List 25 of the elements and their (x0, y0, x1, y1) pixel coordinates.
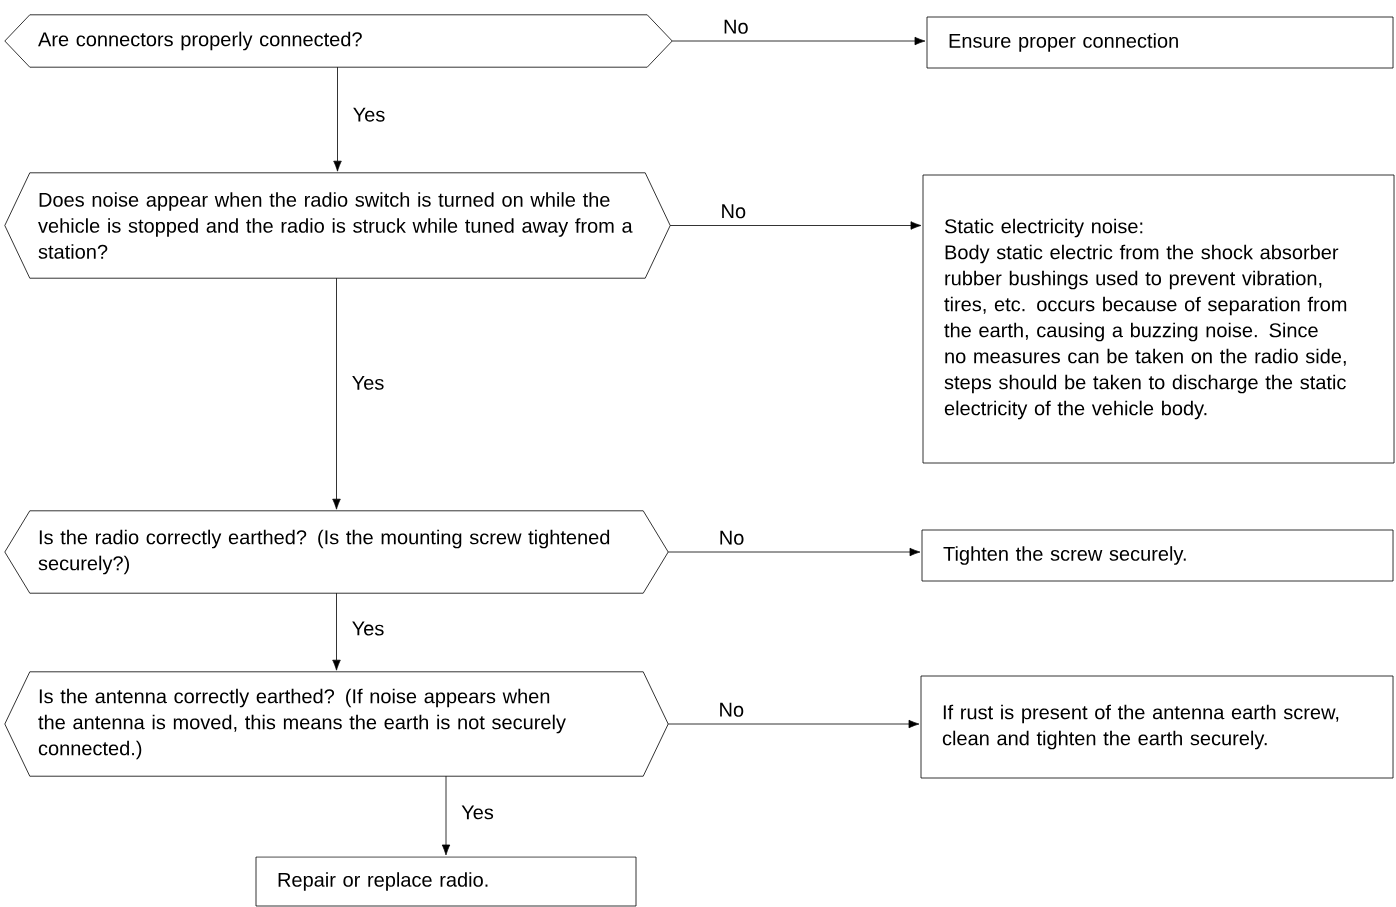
decision-hexagon: Is the antenna correctly earthed? (If noise appears when the antenna is moved, this means the earth is not securely connected.) (4, 671, 669, 777)
arrow (441, 775, 451, 856)
arrow (332, 592, 341, 671)
arrow (667, 719, 920, 729)
arrow (671, 36, 926, 46)
arrow (669, 221, 922, 230)
process-box: Tighten the screw securely. (921, 529, 1394, 582)
edge-label: Yes (352, 621, 384, 636)
decision-hexagon: Are connectors properly connected? (4, 14, 673, 68)
process-box: If rust is present of the antenna earth screw, clean and tighten the earth securely. (920, 675, 1394, 779)
decision-hexagon: Is the radio correctly earthed? (Is the mounting screw tightened securely?) (4, 510, 669, 594)
edge-label: No (722, 204, 746, 219)
edge-label: No (720, 530, 744, 545)
arrow (333, 66, 342, 172)
decision-hexagon: Does noise appear when the radio switch is turned on while the vehicle is stopped and the radio is struck while tuned away from a station? (4, 172, 671, 279)
process-box: Ensure proper connection (926, 16, 1394, 69)
edge-label: No (724, 19, 748, 34)
process-box: Repair or replace radio. (255, 856, 637, 907)
edge-label: Yes (353, 107, 385, 122)
process-box: Static electricity noise: Body static electric from the shock absorber rubber bushings used to prevent vibration, tires, etc. occurs because of separation from the earth, causing a buzzing noise. Since no measures can be taken on the radio side, steps should be taken to discharge the static electricity of the vehicle body. (922, 174, 1395, 464)
edge-label: Yes (352, 375, 384, 390)
arrow (332, 277, 341, 510)
edge-label: No (720, 702, 744, 717)
arrow (667, 547, 921, 557)
edge-label: Yes (461, 805, 494, 820)
